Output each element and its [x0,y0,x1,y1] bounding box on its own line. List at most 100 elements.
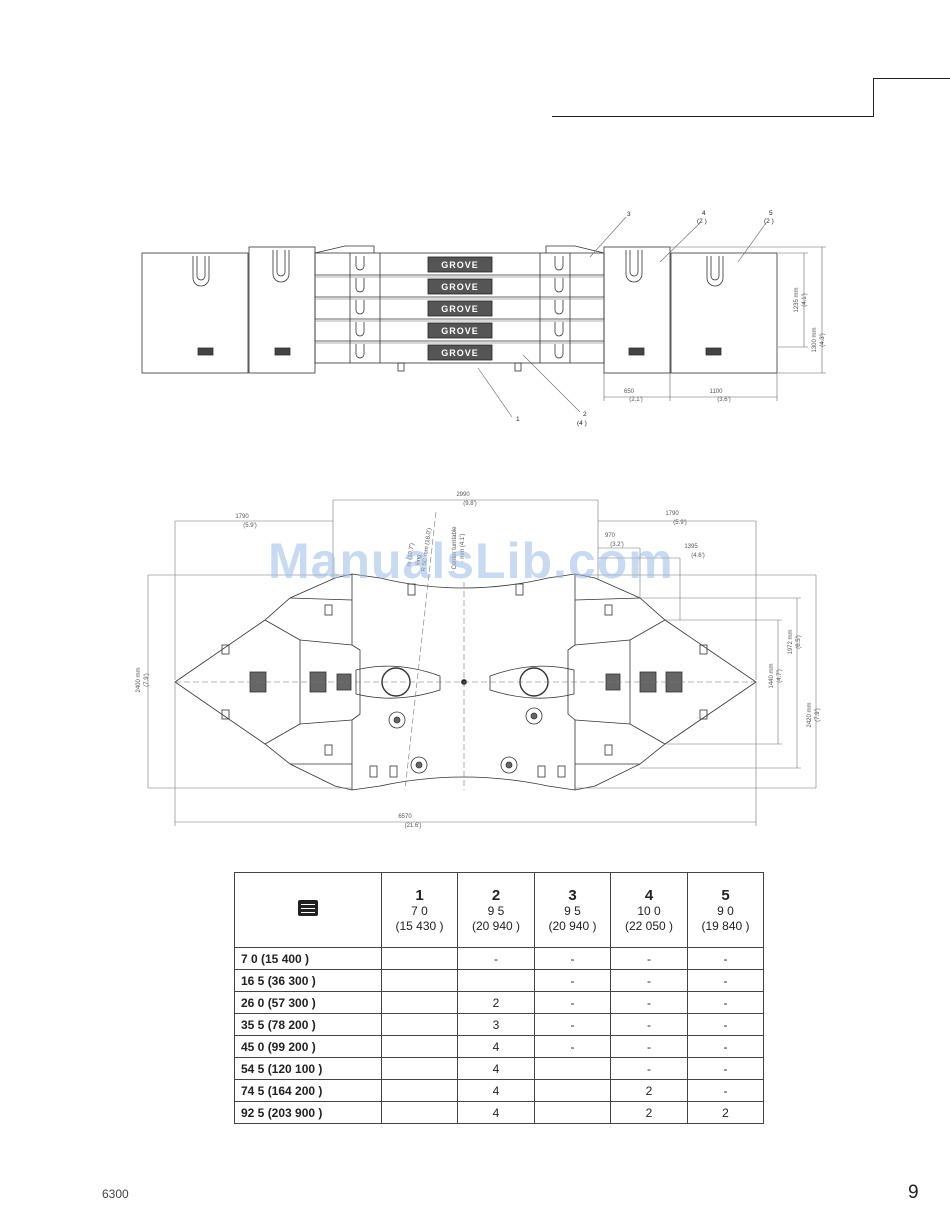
table-row: 16 5 (36 300 ) - - - [234,969,764,992]
row-weight: 54 5 (120 100 ) [234,1057,382,1080]
row-weight: 7 0 (15 400 ) [234,947,382,970]
row-cell: 4 [457,1079,535,1102]
dim-2990-ft: (9.8') [463,501,476,507]
row-cell: - [687,1079,764,1102]
col-1-number: 1 [415,886,424,904]
dim-1395: 1395 [684,544,698,550]
row-cell: - [534,969,611,992]
col-4-tonnes: 10 0 [637,903,661,918]
header-tab-border [873,78,950,117]
table-row: 35 5 (78 200 ) 3 - - - [234,1013,764,1036]
callout-2-qty: (4 ) [577,420,587,427]
col-5-tonnes: 9 0 [717,903,734,918]
counterweight-icon [298,899,318,916]
table-header-icon-cell [234,872,382,948]
row-cell [534,1101,611,1124]
front-brand-text-4: GROVE [441,326,479,336]
row-cell [381,1035,458,1058]
row-cell: 4 [457,1035,535,1058]
col-4-pounds: (22 050 ) [624,918,674,933]
front-leaders [477,216,826,418]
col-2-number: 2 [491,886,501,904]
front-block-5-right [670,252,778,374]
front-brand-text-1: GROVE [441,260,479,270]
row-cell [381,991,458,1014]
dim-rot-2: iling [415,554,422,565]
row-cell: - [610,947,688,970]
dim-2400: 2400 mm [136,667,142,692]
row-cell [381,1079,458,1102]
dim-rot-5: · mm (4.1') [460,534,466,563]
plan-dimension-lines [147,499,817,826]
dim-1440-ft: (4.7') [777,669,783,682]
front-brand-text-5: GROVE [441,348,479,358]
front-brand-text-2: GROVE [441,282,479,292]
row-weight: 45 0 (99 200 ) [234,1035,382,1058]
row-cell: 4 [457,1057,535,1080]
row-cell: - [687,1057,764,1080]
row-cell: 2 [457,991,535,1014]
dim-rot-4: Center turntable [452,526,458,570]
col-3-tonnes: 9 5 [564,903,581,918]
table-header-col-2: 2 9 5 (20 940 ) [457,872,535,948]
front-brand-text-3: GROVE [441,304,479,314]
row-weight: 16 5 (36 300 ) [234,969,382,992]
col-3-pounds: (20 940 ) [548,918,597,933]
dim-1790-right: 1790 [665,511,679,517]
row-cell [534,1079,611,1102]
front-center-stack [314,252,605,364]
row-cell: - [534,1035,611,1058]
row-cell: - [534,991,611,1014]
dim-1790-left: 1790 [235,514,249,520]
row-cell: 2 [610,1079,688,1102]
dim-1300-ft: (4.3') [820,333,826,346]
row-cell [381,1057,458,1080]
table-row: 26 0 (57 300 ) 2 - - - [234,991,764,1014]
dim-1395-ft: (4.6') [691,553,704,559]
row-cell: 2 [610,1101,688,1124]
table-row: 92 5 (203 900 ) 4 2 2 [234,1101,764,1124]
dim-650-ft: (2.1') [629,397,642,403]
col-4-number: 4 [644,886,654,904]
callout-5-qty: (2 ) [764,218,774,225]
dim-2990: 2990 [456,492,470,498]
row-cell [534,1057,611,1080]
dim-970-ft: (3.2') [610,542,623,548]
page-number: 9 [908,1182,919,1203]
row-weight: 74 5 (164 200 ) [234,1079,382,1102]
col-1-pounds: (15 430 ) [395,918,444,933]
callout-3: 3 [627,211,631,218]
dim-1972-ft: (6.5') [796,635,802,648]
table-header-col-1: 1 7 0 (15 430 ) [381,872,458,948]
callout-2: 2 [583,411,587,418]
row-cell [381,969,458,992]
dim-1235-ft: (4.1') [802,293,808,306]
row-cell: - [687,1013,764,1036]
watermark: ManualsLib.com [268,533,674,589]
dim-1235: 1235 mm [794,287,800,312]
callout-4: 4 [702,210,706,217]
dim-6570-ft: (21.6') [405,823,422,829]
row-cell: 3 [457,1013,535,1036]
row-cell [381,947,458,970]
dim-1790-left-ft: (5.9') [243,523,256,529]
row-cell: - [687,969,764,992]
col-1-tonnes: 7 0 [411,903,428,918]
dim-970: 970 [605,533,616,539]
table-header-col-4: 4 10 0 (22 050 ) [610,872,688,948]
counterweight-table: 1 7 0 (15 430 ) 2 9 5 (20 940 ) 3 9 5 (2… [234,872,764,1124]
row-weight: 92 5 (203 900 ) [234,1101,382,1124]
row-cell: - [534,947,611,970]
row-cell: - [610,1013,688,1036]
dim-1972: 1972 mm [788,629,794,654]
row-cell: - [610,969,688,992]
dim-1300: 1300 mm [812,327,818,352]
row-cell: - [687,947,764,970]
row-cell: - [610,991,688,1014]
col-5-number: 5 [721,886,730,904]
row-cell: - [610,1057,688,1080]
dim-6570: 6570 [398,814,412,820]
col-3-number: 3 [568,886,577,904]
row-cell: - [534,1013,611,1036]
header-rule [552,116,874,117]
